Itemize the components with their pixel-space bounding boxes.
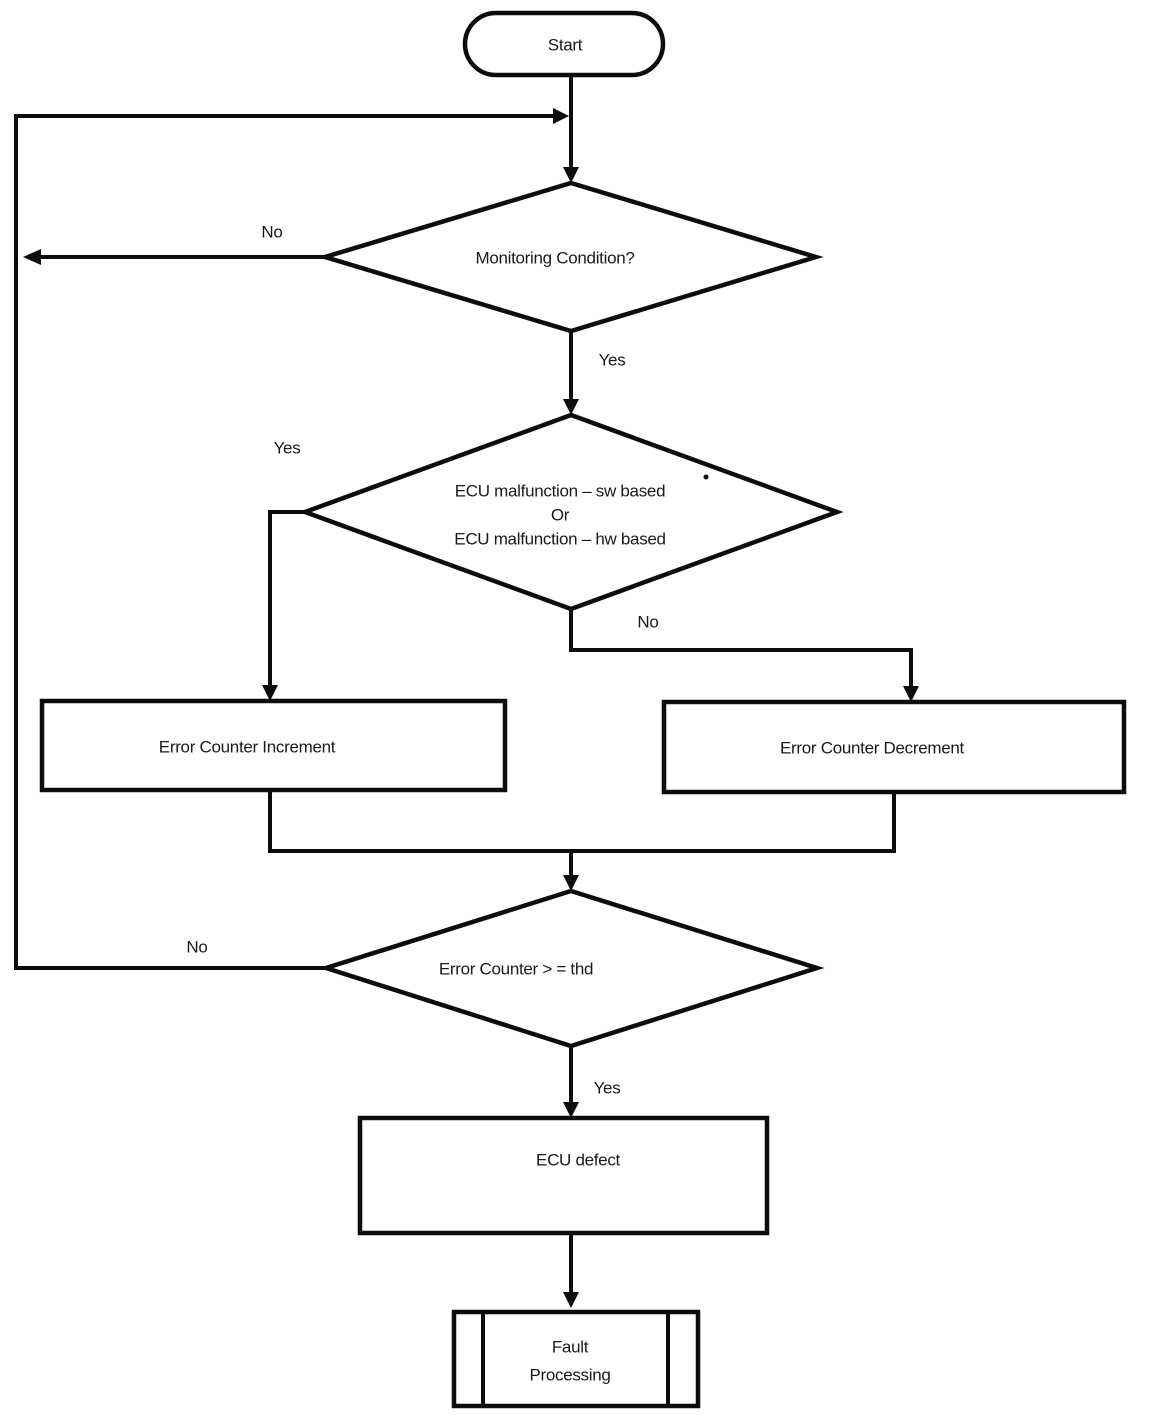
threshold-no-label: No [186, 938, 207, 957]
start-label: Start [548, 36, 583, 55]
malfunction-yes-connector [268, 510, 305, 687]
start-node [462, 10, 666, 78]
malfunction-yes-label: Yes [274, 439, 301, 458]
monitoring-yes-label: Yes [599, 351, 626, 370]
error-counter-decrement-label: Error Counter Decrement [780, 739, 965, 758]
loopback-arrowhead [553, 108, 569, 124]
defect-in-arrowhead [563, 1102, 579, 1118]
malfunction-in-arrowhead [563, 399, 579, 415]
decrement-in-arrowhead [903, 686, 919, 702]
error-counter-increment-label: Error Counter Increment [159, 738, 336, 757]
error-counter-threshold-label: Error Counter > = thd [439, 960, 593, 979]
ecu-malfunction-decision [298, 412, 844, 612]
fault-processing-label-line1: Fault [552, 1338, 589, 1357]
malfunction-no-connector [569, 609, 913, 688]
ecu-defect-label: ECU defect [536, 1151, 621, 1170]
monitoring-in-arrowhead [563, 167, 579, 183]
threshold-in-arrowhead [563, 875, 579, 891]
merge-connector [268, 790, 896, 853]
monitoring-no-label: No [261, 223, 282, 242]
monitoring-no-arrowhead [23, 249, 41, 265]
increment-in-arrowhead [262, 685, 278, 701]
malfunction-no-label: No [637, 613, 658, 632]
ecu-defect-process [357, 1115, 770, 1236]
monitoring-condition-label: Monitoring Condition? [475, 249, 634, 268]
ecu-malfunction-label-line1: ECU malfunction – sw based [455, 482, 665, 501]
fault-processing-label-line2: Processing [529, 1366, 610, 1385]
loopback-connector [14, 114, 553, 969]
ecu-malfunction-label-line3: ECU malfunction – hw based [454, 530, 665, 549]
fault-in-arrowhead [563, 1292, 579, 1308]
stray-dot [703, 474, 709, 480]
ecu-malfunction-label-line2: Or [551, 506, 570, 525]
fault-processing-node [451, 1309, 701, 1409]
threshold-yes-label: Yes [594, 1079, 621, 1098]
error-counter-increment-process [39, 698, 508, 793]
